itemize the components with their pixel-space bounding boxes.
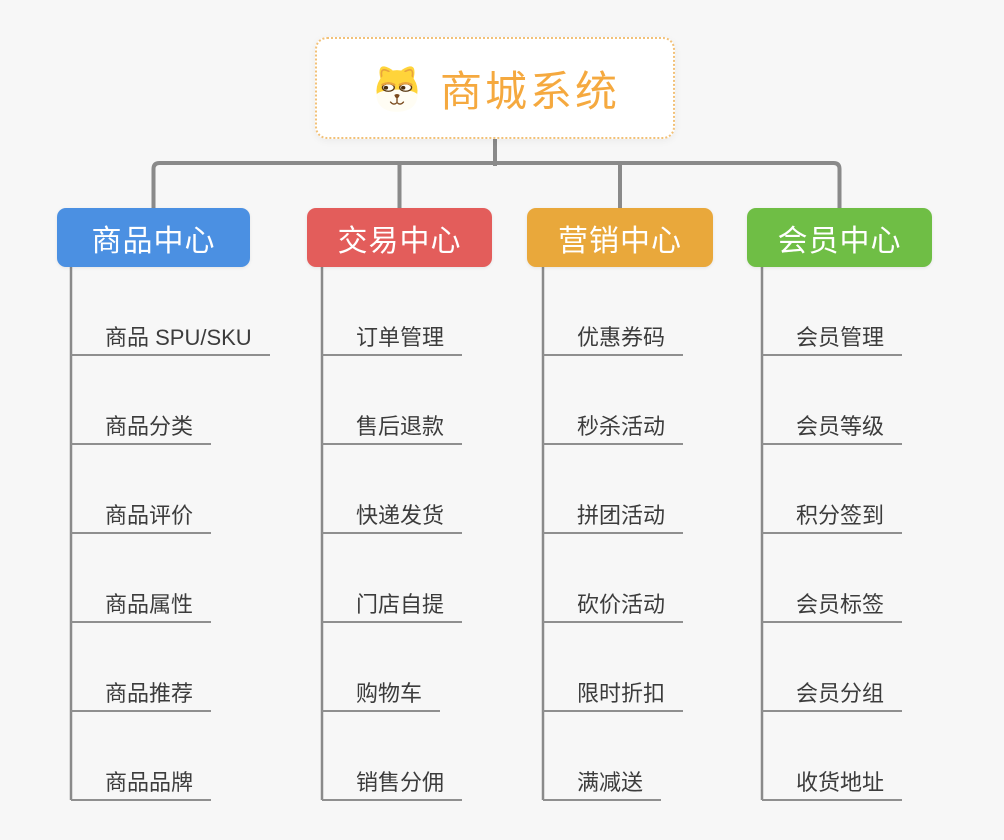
leaf-node[interactable]: 会员管理 [762,321,903,356]
leaf-node[interactable]: 拼团活动 [543,499,684,534]
leaf-node[interactable]: 购物车 [322,677,441,712]
leaf-node[interactable]: 会员等级 [762,410,903,445]
leaf-node[interactable]: 商品 SPU/SKU [71,321,270,356]
leaf-node[interactable]: 订单管理 [322,321,463,356]
leaf-node[interactable]: 销售分佣 [322,766,463,801]
branch-header[interactable]: 营销中心 [527,208,713,267]
branch-header[interactable]: 商品中心 [57,208,250,267]
branch-header[interactable]: 交易中心 [307,208,492,267]
leaf-node[interactable]: 满减送 [543,766,662,801]
branch-header[interactable]: 会员中心 [747,208,932,267]
leaf-node[interactable]: 商品评价 [71,499,212,534]
leaf-node[interactable]: 商品推荐 [71,677,212,712]
leaf-node[interactable]: 会员标签 [762,588,903,623]
root-node[interactable]: 商城系统 [315,37,675,139]
dog-icon [376,66,418,112]
leaf-node[interactable]: 砍价活动 [543,588,684,623]
leaf-node[interactable]: 积分签到 [762,499,903,534]
leaf-node[interactable]: 优惠券码 [543,321,684,356]
leaf-node[interactable]: 售后退款 [322,410,463,445]
leaf-node[interactable]: 秒杀活动 [543,410,684,445]
leaf-node[interactable]: 商品属性 [71,588,212,623]
leaf-node[interactable]: 商品品牌 [71,766,212,801]
leaf-node[interactable]: 快递发货 [322,499,463,534]
leaf-node[interactable]: 商品分类 [71,410,212,445]
leaf-node[interactable]: 会员分组 [762,677,903,712]
leaf-node[interactable]: 收货地址 [762,766,903,801]
root-title: 商城系统 [439,67,620,115]
leaf-node[interactable]: 限时折扣 [543,677,684,712]
leaf-node[interactable]: 门店自提 [322,588,463,623]
